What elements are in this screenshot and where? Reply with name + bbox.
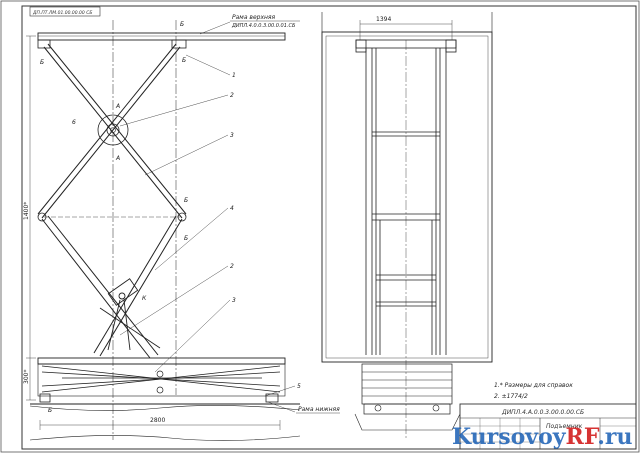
svg-text:А: А [115, 103, 120, 110]
leaders [119, 21, 296, 413]
svg-text:А: А [115, 155, 120, 162]
svg-text:1394: 1394 [376, 16, 391, 23]
svg-text:2: 2 [230, 92, 234, 99]
svg-text:ДП.ПТ.ЛМ.01.00.00.00 СБ: ДП.ПТ.ЛМ.01.00.00.00 СБ [32, 10, 92, 16]
hub [97, 114, 129, 146]
technical-notes: 1.* Размеры для справок 2. ±1774/2 [494, 382, 573, 400]
svg-text:6: 6 [72, 119, 76, 126]
corner-stamp: ДП.ПТ.ЛМ.01.00.00.00 СБ [29, 6, 101, 17]
svg-text:3: 3 [232, 297, 236, 304]
callout-labels: 1 2 3 4 2 3 5 6 [72, 72, 301, 390]
svg-text:ДИПЛ.4.А.0.0.3.00.0.00.СБ: ДИПЛ.4.А.0.0.3.00.0.00.СБ [501, 409, 584, 416]
svg-text:Б: Б [40, 59, 44, 66]
title-block: ДИПЛ.4.А.0.0.3.00.0.00.СБ Подъемник [459, 403, 637, 450]
svg-text:300*: 300* [23, 370, 30, 384]
svg-text:5: 5 [297, 383, 301, 390]
upper-scissor [37, 43, 187, 219]
svg-text:Подъемник: Подъемник [546, 423, 583, 430]
svg-text:Б: Б [184, 197, 188, 204]
folded-scissor [41, 365, 281, 393]
lower-scissor [41, 215, 183, 359]
front-view [26, 20, 301, 441]
svg-text:Рама верхняя: Рама верхняя [232, 14, 276, 21]
top-frame [37, 32, 286, 41]
frame-marks: Рама верхняя ДИПЛ.4.0.0.3.00.0.01.СБ Рам… [230, 14, 340, 414]
lift-cylinder [99, 278, 161, 351]
svg-text:Б: Б [182, 57, 186, 64]
section-letters: Б Б А А Б Б Б Б К [40, 21, 188, 414]
svg-text:К: К [142, 295, 147, 302]
svg-text:KursovoyRF.ru: KursovoyRF.ru [452, 424, 632, 450]
svg-text:ДИПЛ.4.0.0.3.00.0.01.СБ: ДИПЛ.4.0.0.3.00.0.01.СБ [231, 23, 296, 29]
svg-text:1: 1 [232, 72, 236, 79]
dimension-texts: 1400* 300* 2800 1394 [23, 16, 391, 424]
svg-text:3: 3 [230, 132, 234, 139]
svg-text:2: 2 [230, 263, 234, 270]
svg-text:4: 4 [230, 205, 234, 212]
svg-text:Рама нижняя: Рама нижняя [298, 406, 340, 413]
svg-text:Б: Б [180, 21, 184, 28]
drawing-frame [21, 5, 637, 450]
svg-text:2800: 2800 [150, 417, 165, 424]
svg-text:1400*: 1400* [23, 202, 30, 220]
side-view [321, 12, 493, 440]
svg-text:2. ±1774/2: 2. ±1774/2 [494, 393, 528, 400]
svg-text:Б: Б [184, 235, 188, 242]
svg-text:Б: Б [48, 407, 52, 414]
svg-text:1.* Размеры для справок: 1.* Размеры для справок [494, 382, 573, 389]
watermark: KursovoyRF.ru [452, 424, 632, 450]
